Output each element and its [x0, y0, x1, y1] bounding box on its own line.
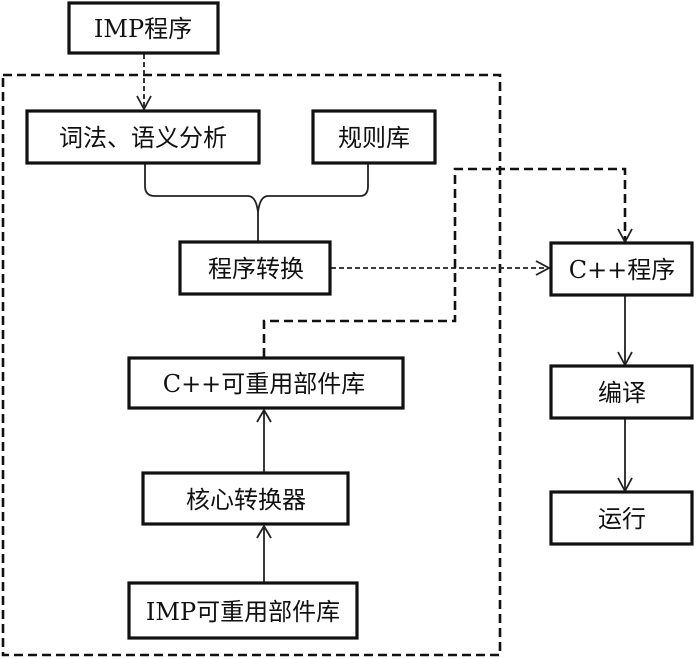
node-label: 程序转换	[208, 255, 304, 283]
node-lexical-semantic-analysis: 词法、语义分析	[25, 109, 261, 165]
node-label: IMP程序	[94, 15, 192, 43]
node-label: 词法、语义分析	[59, 124, 227, 152]
node-compile: 编译	[549, 364, 694, 420]
node-label: C++可重用部件库	[163, 370, 366, 398]
node-label: 规则库	[338, 124, 410, 152]
edge-program-conversion-to-cpp-program	[331, 260, 551, 276]
node-label: 核心转换器	[186, 486, 306, 514]
edge-cpp-program-to-compile	[617, 296, 633, 367]
translator-system-group	[1, 73, 502, 657]
node-label: 编译	[598, 379, 646, 407]
node-label: 运行	[598, 505, 646, 533]
edge-imp-library-to-core-converter	[256, 524, 272, 583]
node-core-converter: 核心转换器	[141, 471, 350, 526]
node-program-conversion: 程序转换	[178, 240, 332, 296]
node-cpp-program: C++程序	[549, 241, 694, 297]
node-imp-reusable-library: IMP可重用部件库	[127, 581, 359, 640]
node-label: IMP可重用部件库	[146, 598, 340, 626]
node-rule-base: 规则库	[311, 109, 437, 165]
node-imp-program: IMP程序	[67, 1, 220, 55]
node-cpp-reusable-library: C++可重用部件库	[127, 356, 405, 410]
node-run: 运行	[549, 490, 694, 546]
edge-brace-to-program-conversion	[144, 164, 369, 242]
node-label: C++程序	[569, 256, 676, 284]
edge-compile-to-run	[617, 419, 633, 493]
edge-imp-program-to-analysis	[136, 54, 152, 111]
edge-core-converter-to-cpp-library	[256, 408, 272, 473]
